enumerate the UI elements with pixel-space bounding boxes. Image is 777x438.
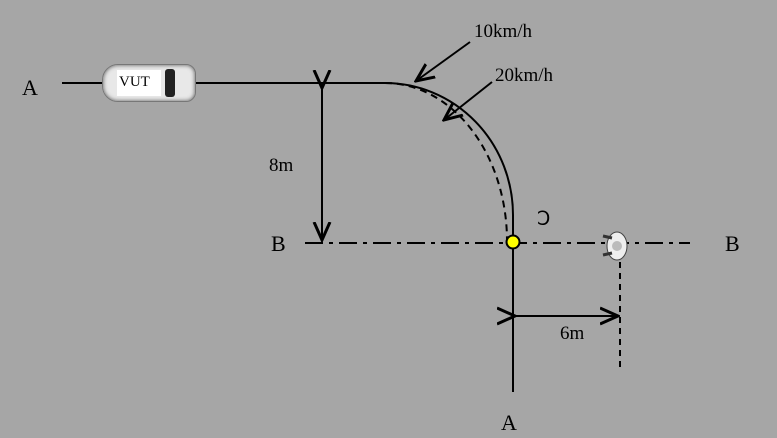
path-10kmh-arc <box>384 82 514 392</box>
label-a-left: A <box>22 75 38 100</box>
label-20kmh: 20km/h <box>495 65 554 86</box>
label-6m: 6m <box>560 323 585 344</box>
conflict-point <box>505 234 521 250</box>
vehicle-label: VUT <box>119 74 150 90</box>
leader-10kmh <box>416 41 471 81</box>
label-8m: 8m <box>269 155 294 176</box>
label-b-left: B <box>271 231 286 256</box>
path-20kmh-arc <box>384 82 508 241</box>
label-o: Ↄ <box>537 209 551 230</box>
vut-car-icon: VUT <box>102 64 196 102</box>
label-b-right: B <box>725 231 740 256</box>
label-10kmh: 10km/h <box>474 21 533 42</box>
pedestrian-target-icon <box>602 231 628 261</box>
label-a-bottom: A <box>501 410 517 435</box>
leader-20kmh <box>444 81 493 120</box>
